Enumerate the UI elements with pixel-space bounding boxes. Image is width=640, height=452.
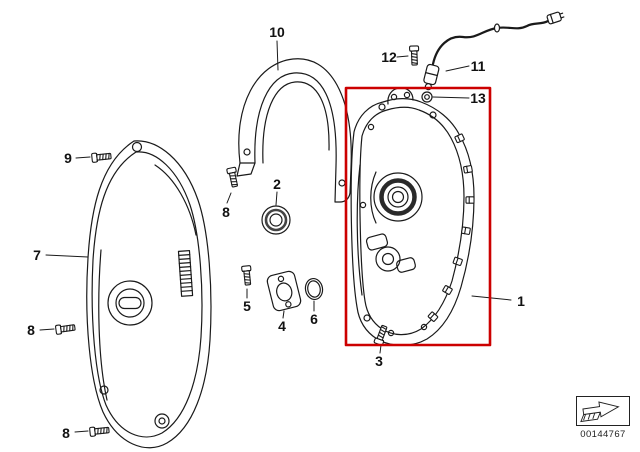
callout-part-2[interactable]: 2 xyxy=(273,176,281,192)
highlight-box-part-1 xyxy=(344,86,492,347)
callout-part-1[interactable]: 1 xyxy=(517,293,525,309)
callout-part-6[interactable]: 6 xyxy=(310,311,318,327)
callout-part-5[interactable]: 5 xyxy=(243,298,251,314)
callout-part-4[interactable]: 4 xyxy=(278,318,286,334)
callout-part-13[interactable]: 13 xyxy=(470,90,486,106)
part-10-upper-housing xyxy=(236,58,352,203)
callout-part-10[interactable]: 10 xyxy=(269,24,285,40)
part-4-gasket-plate xyxy=(266,270,302,312)
callout-part-8-top[interactable]: 8 xyxy=(222,204,230,220)
part-13-grommet xyxy=(421,91,433,103)
callout-part-3[interactable]: 3 xyxy=(375,353,383,369)
callout-part-8-mid[interactable]: 8 xyxy=(27,322,35,338)
part-8-screw-top xyxy=(225,166,240,189)
callout-part-7[interactable]: 7 xyxy=(33,247,41,263)
diagram-number: 00144767 xyxy=(580,429,626,440)
direction-arrow-icon xyxy=(580,401,620,423)
part-8-screw-bottom xyxy=(88,424,110,438)
callout-part-9[interactable]: 9 xyxy=(64,150,72,166)
part-11-sensor-cable xyxy=(423,11,565,91)
cover-rib-texture xyxy=(177,250,194,297)
cable-connector xyxy=(546,11,565,25)
part-6-o-ring xyxy=(304,277,324,301)
diagram-stamp-box xyxy=(576,396,630,426)
callout-part-8-bottom[interactable]: 8 xyxy=(62,425,70,441)
part-5-screw xyxy=(240,264,254,286)
part-12-screw xyxy=(408,45,420,66)
part-2-shaft-seal xyxy=(261,205,291,235)
callout-part-12[interactable]: 12 xyxy=(381,49,397,65)
part-9-screw xyxy=(90,150,112,164)
part-1-chain-cover xyxy=(350,87,475,346)
callout-part-11[interactable]: 11 xyxy=(470,58,486,74)
part-8-screw-mid xyxy=(54,322,77,336)
leader-lines xyxy=(39,40,512,433)
part-7-left-cover xyxy=(86,140,212,449)
